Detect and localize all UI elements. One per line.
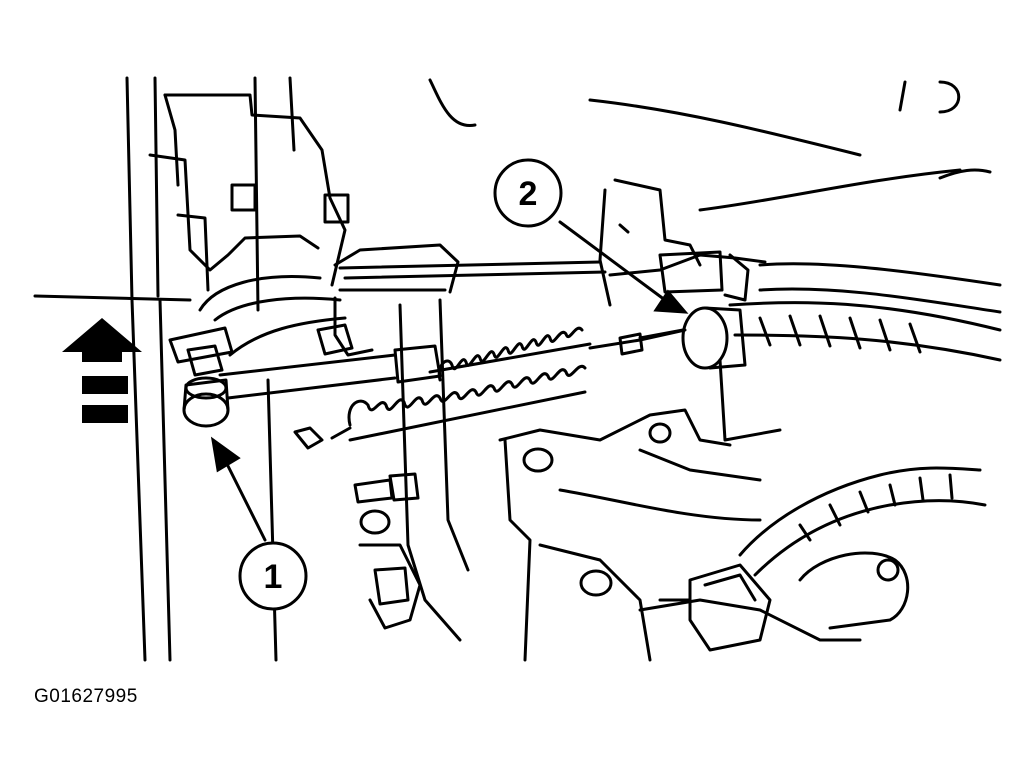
callout-1-leader (223, 458, 267, 542)
callout-1-number: 1 (264, 558, 283, 596)
lower-casing (498, 358, 862, 662)
upper-housing (338, 78, 992, 307)
upper-bracket (148, 93, 350, 322)
cable-end-fitting (638, 306, 747, 370)
figure-id: G01627995 (34, 686, 138, 707)
fasteners (293, 323, 422, 630)
callout-2: 2 (493, 158, 563, 228)
cable-coil (428, 326, 592, 382)
reference-line (33, 294, 192, 302)
cable-conduit (728, 262, 1002, 362)
callout-2-arrowhead (653, 289, 689, 314)
callout-2-leader (558, 220, 667, 302)
callout-2-number: 2 (519, 175, 538, 213)
lever-bracket (228, 243, 470, 642)
callout-1: 1 (238, 541, 308, 611)
wiring-harness (658, 466, 987, 652)
rod-end-fitting (168, 326, 234, 428)
return-spring (330, 364, 587, 442)
up-arrow-icon (62, 318, 142, 423)
callout-1-arrowhead (210, 436, 241, 473)
